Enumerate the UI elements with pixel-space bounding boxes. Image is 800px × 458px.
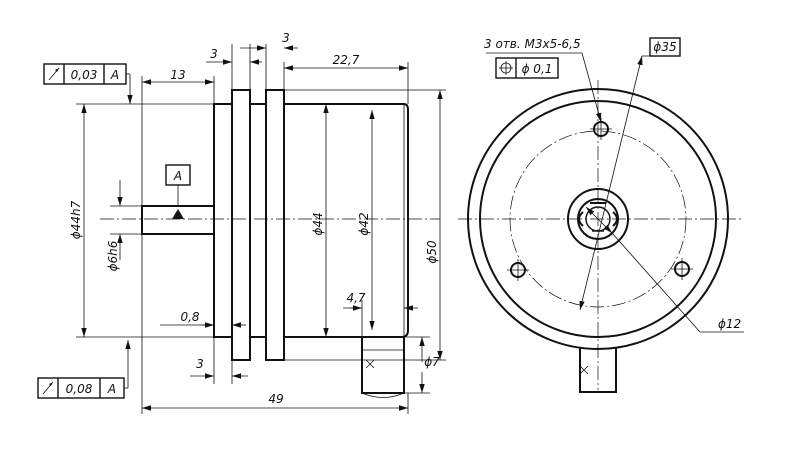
tolerance-top-value: 0,03	[71, 68, 98, 82]
flange-gap-outline	[249, 103, 267, 338]
dim-overall-49: 49	[268, 392, 283, 406]
datum-triangle-icon	[172, 209, 184, 219]
dim-flange-3-second: 3	[282, 31, 290, 45]
front-view: 3 отв. М3х5-6,5 ϕ 0,1 ϕ35 ϕ12	[458, 37, 744, 393]
dim-diameter-6h6: ϕ6h6	[106, 240, 120, 271]
dim-diameter-35: ϕ35	[653, 40, 676, 54]
cable-gland-outline	[361, 336, 405, 394]
dim-bottom-3: 3	[196, 357, 204, 371]
dim-35-box	[649, 37, 681, 57]
dim-offset-4-7: 4,7	[346, 291, 365, 305]
dim-diameter-7: ϕ7	[424, 355, 440, 369]
dim-gap-0-8: 0,8	[180, 310, 199, 324]
runout-tolerance-bottom: 0,08 A	[37, 340, 131, 399]
tolerance-bottom-value: 0,08	[66, 382, 93, 396]
front-gland-outline	[579, 347, 617, 393]
holes-note: 3 отв. М3х5-6,5	[484, 37, 581, 51]
dim-diameter-44: ϕ44	[311, 212, 325, 235]
position-tolerance-value: ϕ 0,1	[522, 62, 553, 76]
runout-tolerance-top: 0,03 A	[43, 63, 133, 104]
dim-diameter-12: ϕ12	[718, 317, 741, 331]
dim-diameter-50: ϕ50	[425, 240, 439, 264]
front-flange-outline	[231, 89, 251, 361]
dim-length-13: 13	[170, 68, 185, 82]
tolerance-top-datum: A	[110, 68, 119, 82]
dim-diameter-42: ϕ42	[357, 212, 371, 235]
side-view: A 13 3 3 22,7 ϕ44h7 ϕ6h6	[37, 31, 446, 414]
position-tolerance: ϕ 0,1	[495, 57, 559, 79]
gland-cross-icon	[365, 359, 375, 369]
datum-label: A	[173, 169, 182, 183]
dim-diameter-44h7: ϕ44h7	[69, 200, 83, 239]
dim-length-22-7: 22,7	[333, 53, 360, 67]
dim-flange-3: 3	[210, 47, 218, 61]
tolerance-bottom-datum: A	[107, 382, 116, 396]
rear-flange-outline	[265, 89, 285, 361]
front-gland-cross-icon	[579, 365, 589, 375]
pilot-ring-outline	[213, 103, 233, 338]
